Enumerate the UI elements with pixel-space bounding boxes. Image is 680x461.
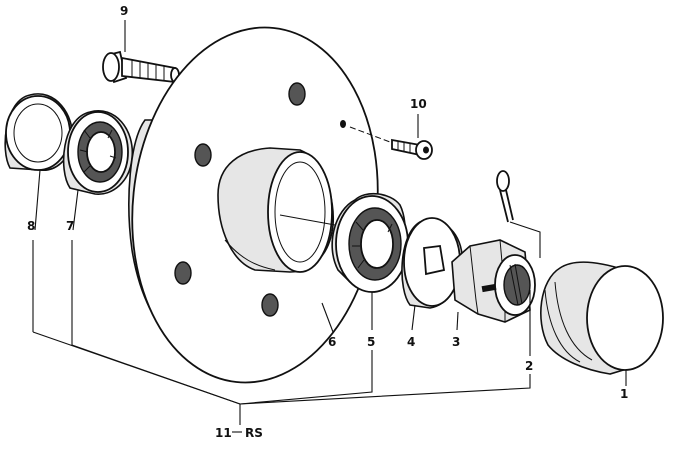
callout-8: 8 — [27, 219, 35, 233]
part-8-bearing-race — [4, 93, 74, 171]
callout-5: 5 — [367, 335, 375, 349]
callout-2: 2 — [525, 359, 533, 373]
callout-9: 9 — [120, 4, 128, 18]
part-4-washer — [401, 217, 463, 309]
part-7-tapered-bearing — [62, 110, 134, 195]
callout-labels: 9 10 8 7 6 5 4 3 2 1 11 RS — [27, 4, 628, 440]
callout-10: 10 — [410, 97, 427, 111]
part-2-cotter-pin — [496, 170, 514, 223]
part-5-outer-bearing — [331, 192, 409, 293]
callout-7: 7 — [66, 219, 74, 233]
part-6-hub-disc — [128, 26, 379, 384]
part-10-bolt — [349, 126, 433, 160]
callout-1: 1 — [620, 387, 628, 401]
part-1-grease-cap — [540, 261, 664, 375]
assembly-suffix: RS — [245, 426, 263, 440]
part-9-wheel-stud — [102, 50, 180, 84]
callout-4: 4 — [407, 335, 415, 349]
callout-3: 3 — [452, 335, 460, 349]
callout-11: 11 — [215, 426, 232, 440]
leader-lines — [32, 20, 627, 425]
callout-6: 6 — [328, 335, 336, 349]
part-3-castle-nut — [451, 239, 536, 323]
